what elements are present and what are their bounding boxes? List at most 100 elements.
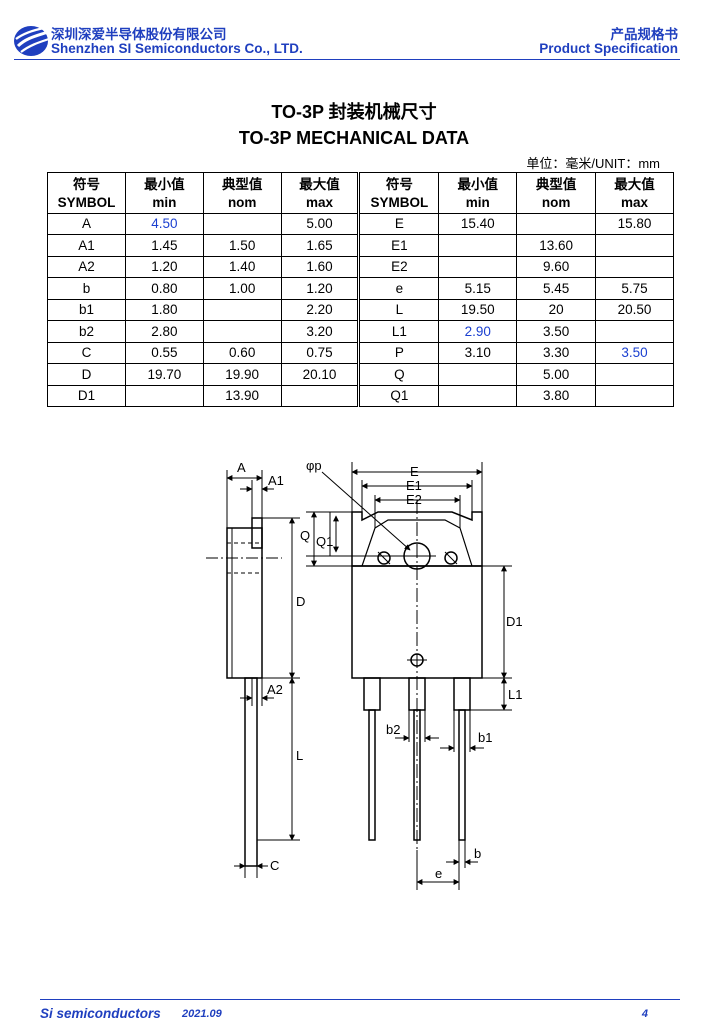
- table-header-en-5: min: [438, 193, 518, 214]
- table-cell: [438, 234, 518, 257]
- table-cell: [438, 255, 518, 278]
- label-b: b: [474, 846, 481, 861]
- table-cell: 1.20: [280, 277, 361, 300]
- table-cell: 3.80: [516, 384, 597, 407]
- table-cell: [595, 320, 674, 343]
- table-cell: 4.50: [124, 212, 204, 235]
- footer-date: 2021.09: [182, 1008, 222, 1020]
- table-cell: D1: [47, 384, 126, 407]
- table-cell: 13.90: [202, 384, 282, 407]
- front-view: [306, 462, 512, 890]
- table-header-en-6: nom: [516, 193, 597, 214]
- table-cell: L1: [358, 320, 440, 343]
- table-cell: 19.70: [124, 363, 204, 386]
- label-D: D: [296, 594, 305, 609]
- table-cell: 0.55: [124, 341, 204, 364]
- table-cell: C: [47, 341, 126, 364]
- label-C: C: [270, 858, 279, 873]
- footer-brand: Si semiconductors: [40, 1006, 161, 1021]
- doc-type-en: Product Specification: [539, 41, 678, 56]
- header-rule: [14, 59, 680, 60]
- table-cell: A1: [47, 234, 126, 257]
- label-L1: L1: [508, 687, 522, 702]
- page-header: 深圳深爱半导体股份有限公司 Shenzhen SI Semiconductors…: [0, 0, 708, 62]
- table-cell: [438, 384, 518, 407]
- table-cell: E: [358, 212, 440, 235]
- table-cell: [595, 255, 674, 278]
- table-cell: 1.60: [280, 255, 361, 278]
- label-b2: b2: [386, 722, 400, 737]
- footer-rule: [40, 999, 680, 1000]
- table-cell: [202, 320, 282, 343]
- table-cell: 1.45: [124, 234, 204, 257]
- page-title-en: TO-3P MECHANICAL DATA: [238, 128, 470, 148]
- table-cell: 5.00: [516, 363, 597, 386]
- table-cell: 15.40: [438, 212, 518, 235]
- table-cell: A: [47, 212, 126, 235]
- table-cell: A2: [47, 255, 126, 278]
- table-cell: [202, 298, 282, 321]
- table-header-en-1: min: [124, 193, 204, 214]
- table-cell: 0.75: [280, 341, 361, 364]
- table-header-row-cn: 符号最小值典型值最大值符号最小值典型值最大值: [47, 172, 674, 193]
- company-name-en: Shenzhen SI Semiconductors Co., LTD.: [51, 41, 303, 56]
- table-cell: 0.80: [124, 277, 204, 300]
- label-D1: D1: [506, 614, 523, 629]
- label-A: A: [237, 460, 246, 475]
- table-cell: 2.90: [438, 320, 518, 343]
- table-cell: b: [47, 277, 126, 300]
- table-cell: 9.60: [516, 255, 597, 278]
- table-cell: 2.20: [280, 298, 361, 321]
- company-name-cn: 深圳深爱半导体股份有限公司: [51, 27, 227, 42]
- label-E: E: [410, 464, 419, 479]
- table-cell: 1.80: [124, 298, 204, 321]
- table-header-cn-7: 最大值: [595, 172, 674, 193]
- table-cell: 1.40: [202, 255, 282, 278]
- table-cell: [516, 212, 597, 235]
- table-cell: [595, 234, 674, 257]
- table-cell: Q: [358, 363, 440, 386]
- table-cell: P: [358, 341, 440, 364]
- table-cell: 1.65: [280, 234, 361, 257]
- table-cell: 15.80: [595, 212, 674, 235]
- table-header-cn-1: 最小值: [124, 172, 204, 193]
- table-cell: L: [358, 298, 440, 321]
- table-cell: 5.00: [280, 212, 361, 235]
- label-e: e: [435, 866, 442, 881]
- table-header-en-0: SYMBOL: [47, 193, 126, 214]
- table-cell: 5.45: [516, 277, 597, 300]
- table-cell: [202, 212, 282, 235]
- table-cell: 1.00: [202, 277, 282, 300]
- table-cell: [280, 384, 361, 407]
- label-E1: E1: [406, 478, 422, 493]
- table-cell: [438, 363, 518, 386]
- label-A1: A1: [268, 473, 284, 488]
- table-cell: b1: [47, 298, 126, 321]
- table-header-cn-3: 最大值: [280, 172, 361, 193]
- table-header-en-2: nom: [202, 193, 282, 214]
- table-cell: [124, 384, 204, 407]
- table-cell: b2: [47, 320, 126, 343]
- company-logo-icon: [14, 26, 50, 56]
- table-cell: 0.60: [202, 341, 282, 364]
- label-L: L: [296, 748, 303, 763]
- table-cell: 3.50: [595, 341, 674, 364]
- label-A2: A2: [267, 682, 283, 697]
- label-b1: b1: [478, 730, 492, 745]
- table-cell: [595, 384, 674, 407]
- table-header-en-4: SYMBOL: [358, 193, 440, 214]
- table-cell: E2: [358, 255, 440, 278]
- label-phiP: φp: [306, 458, 322, 473]
- table-cell: e: [358, 277, 440, 300]
